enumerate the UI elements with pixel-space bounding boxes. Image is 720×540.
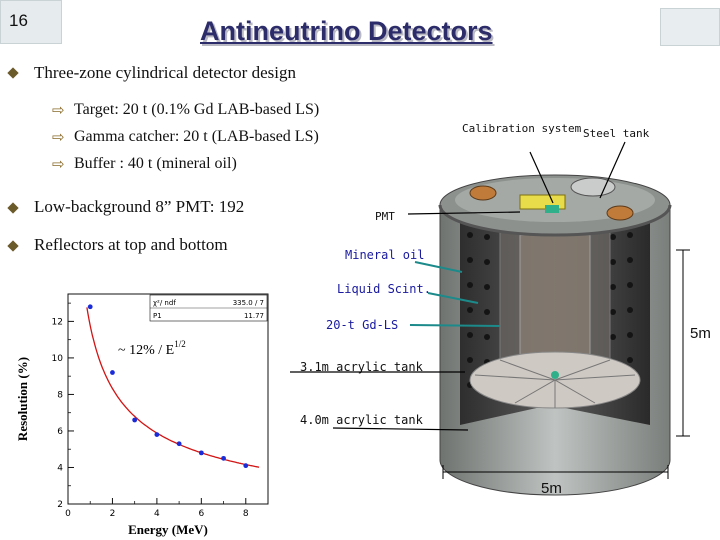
plot-frame [67,293,269,505]
x-tick-label: 2 [110,509,116,519]
y-tick-label: 6 [57,427,63,437]
label-acrylic-3m: 3.1m acrylic tank [300,360,423,374]
label-width: 5m [541,480,562,497]
data-point [176,441,182,447]
bullet-pmt: Low-background 8” PMT: 192 [34,197,245,216]
y-tick-label: 4 [57,463,63,473]
y-tick-label: 10 [52,354,64,364]
data-point [221,455,226,461]
data-point [198,450,204,456]
label-height: 5m [690,325,711,342]
x-tick-label: 6 [198,509,204,519]
label-steel-tank: Steel tank [583,127,650,140]
arrow-icon: ⇨ [52,128,65,146]
data-point [132,417,138,423]
data-point [87,304,93,310]
label-gd-ls: 20-t Gd-LS [326,318,399,332]
y-axis-label: Resolution (%) [15,357,30,441]
sub-bullet-target: Target: 20 t (0.1% Gd LAB-based LS) [74,101,320,118]
stats-box: χ²/ ndf 335.0 / 7 P1 11.77 [149,294,268,322]
label-pmt: PMT [375,210,395,223]
slide-number-box: 16 [0,0,62,44]
slide-title: Antineutrino Detectors [200,16,493,46]
sub-bullet-gamma: Gamma catcher: 20 t (LAB-based LS) [74,128,319,145]
slide-number: 16 [9,11,28,30]
x-tick-label: 8 [243,509,249,519]
fit-annotation: ~ 12% / E1/2 [118,339,186,358]
detector-illustration [438,174,672,496]
label-liquid-scint: Liquid Scint. [337,282,431,296]
stats-name-0: χ²/ ndf [153,299,176,307]
stats-name-1: P1 [153,312,162,320]
bullet-reflectors: Reflectors at top and bottom [34,235,228,254]
data-point [154,432,160,438]
stats-value-1: 11.77 [244,312,264,320]
x-tick-label: 4 [154,509,160,519]
arrow-icon: ⇨ [52,155,65,173]
data-point [110,370,115,375]
arrow-icon: ⇨ [52,101,65,119]
x-tick-label: 0 [65,509,71,519]
stats-value-0: 335.0 / 7 [233,299,264,307]
sub-bullet-buffer: Buffer : 40 t (mineral oil) [74,155,237,172]
data-point [243,463,249,469]
corner-decoration [660,8,720,46]
label-acrylic-4m: 4.0m acrylic tank [300,413,423,427]
y-tick-label: 2 [57,500,63,510]
x-axis-label: Energy (MeV) [128,522,208,537]
bullet-design: Three-zone cylindrical detector design [34,63,296,82]
y-tick-label: 8 [57,390,63,400]
fit-curve [86,307,260,468]
label-mineral-oil: Mineral oil [345,248,425,262]
y-tick-label: 12 [52,317,63,327]
